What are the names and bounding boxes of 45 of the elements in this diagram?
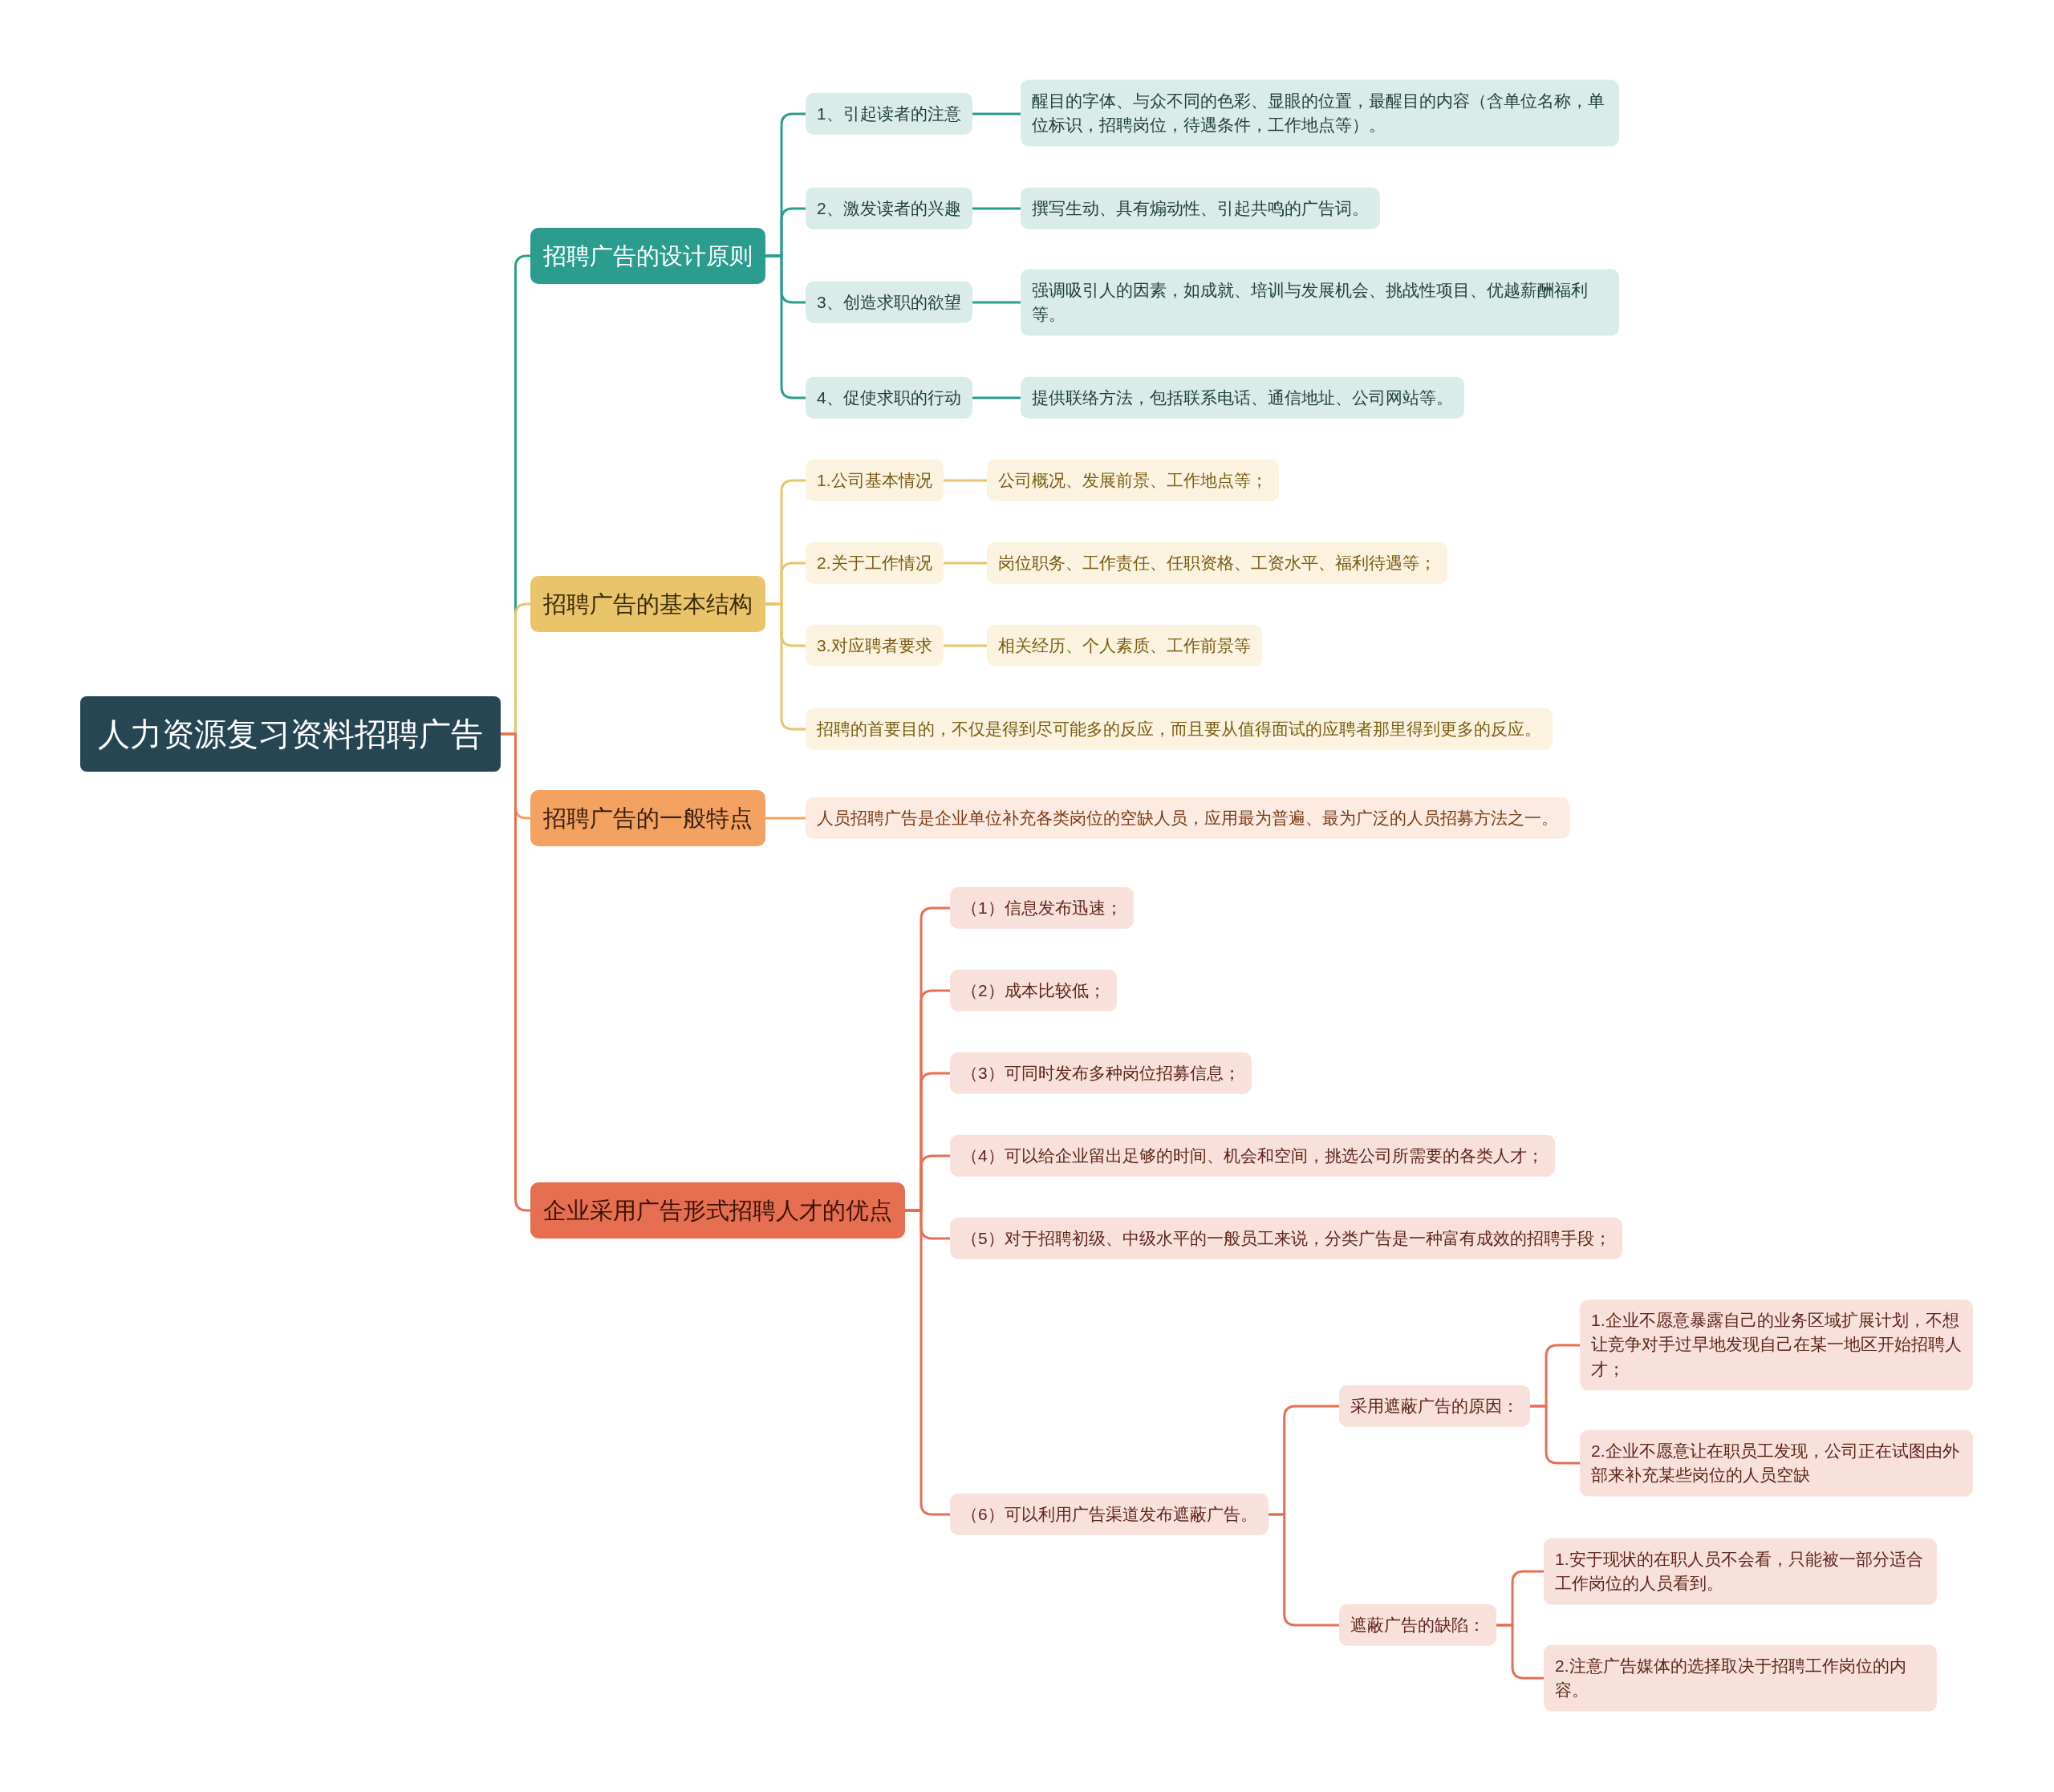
subtopic: （2）成本比较低； [950, 969, 1117, 1012]
connector-line [905, 1209, 950, 1516]
subtopic: 1.公司基本情况 [806, 459, 944, 502]
subtopic: 提供联络方法，包括联系电话、通信地址、公司网站等。 [1021, 376, 1464, 420]
subtopic: 人员招聘广告是企业单位补充各类岗位的空缺人员，应用最为普遍、最为广泛的人员招募方法之一。 [806, 797, 1569, 840]
connector-line [972, 112, 1021, 116]
connector-line [972, 301, 1021, 304]
main-topic: 招聘广告的基本结构 [530, 576, 765, 632]
subtopic: 公司概况、发展前景、工作地点等； [987, 459, 1279, 502]
subtopic: 1、引起读者的注意 [806, 92, 972, 136]
connector-line [972, 207, 1021, 210]
subtopic: 2.注意广告媒体的选择取决于招聘工作岗位的内容。 [1544, 1644, 1937, 1712]
subtopic: 撰写生动、具有煽动性、引起共鸣的广告词。 [1021, 187, 1380, 230]
subtopic: 2.企业不愿意让在职员工发现，公司正在试图由外部来补充某些岗位的人员空缺 [1580, 1429, 1973, 1497]
subtopic: 1.企业不愿意暴露自己的业务区域扩展计划，不想让竞争对手过早地发现自己在某一地区开始招聘人才； [1580, 1299, 1973, 1391]
subtopic: （6）可以利用广告渠道发布遮蔽广告。 [950, 1493, 1269, 1536]
subtopic: 4、促使求职的行动 [806, 376, 972, 420]
subtopic: （1）信息发布迅速； [950, 886, 1134, 930]
connector-line [943, 562, 987, 565]
central-topic: 人力资源复习资料招聘广告 [80, 696, 501, 772]
subtopic: （3）可同时发布多种岗位招募信息； [950, 1052, 1252, 1095]
subtopic: 招聘的首要目的，不仅是得到尽可能多的反应，而且要从值得面试的应聘者那里得到更多的反应。 [806, 707, 1553, 751]
connector-line [765, 817, 806, 820]
connector-line [943, 644, 987, 647]
connector-line [972, 396, 1021, 399]
subtopic: 相关经历、个人素质、工作前景等 [987, 624, 1262, 667]
main-topic: 招聘广告的设计原则 [530, 228, 765, 284]
connector-line [1496, 1624, 1544, 1680]
subtopic: 3.对应聘者要求 [806, 624, 944, 667]
connector-line [1530, 1405, 1580, 1465]
subtopic: 2.关于工作情况 [806, 541, 944, 585]
subtopic: （4）可以给企业留出足够的时间、机会和空间，挑选公司所需要的各类人才； [950, 1134, 1555, 1178]
subtopic: 1.安于现状的在职人员不会看，只能被一部分适合工作岗位的人员看到。 [1544, 1538, 1937, 1605]
connector-line [1268, 1513, 1339, 1627]
subtopic: 醒目的字体、与众不同的色彩、显眼的位置，最醒目的内容（含单位名称，单位标识，招聘岗位，待遇条件，工作地点等）。 [1021, 79, 1619, 147]
subtopic: 岗位职务、工作责任、任职资格、工资水平、福利待遇等； [987, 541, 1447, 585]
subtopic: （5）对于招聘初级、中级水平的一般员工来说，分类广告是一种富有成效的招聘手段； [950, 1217, 1622, 1260]
main-topic: 招聘广告的一般特点 [530, 790, 765, 846]
subtopic: 3、创造求职的欲望 [806, 281, 972, 324]
subtopic: 采用遮蔽广告的原因： [1339, 1385, 1530, 1428]
subtopic: 遮蔽广告的缺陷： [1339, 1603, 1496, 1647]
subtopic: 2、激发读者的兴趣 [806, 187, 972, 230]
main-topic: 企业采用广告形式招聘人才的优点 [530, 1182, 905, 1239]
subtopic: 强调吸引人的因素，如成就、培训与发展机会、挑战性项目、优越薪酬福利等。 [1021, 269, 1619, 336]
connector-line [943, 479, 987, 482]
